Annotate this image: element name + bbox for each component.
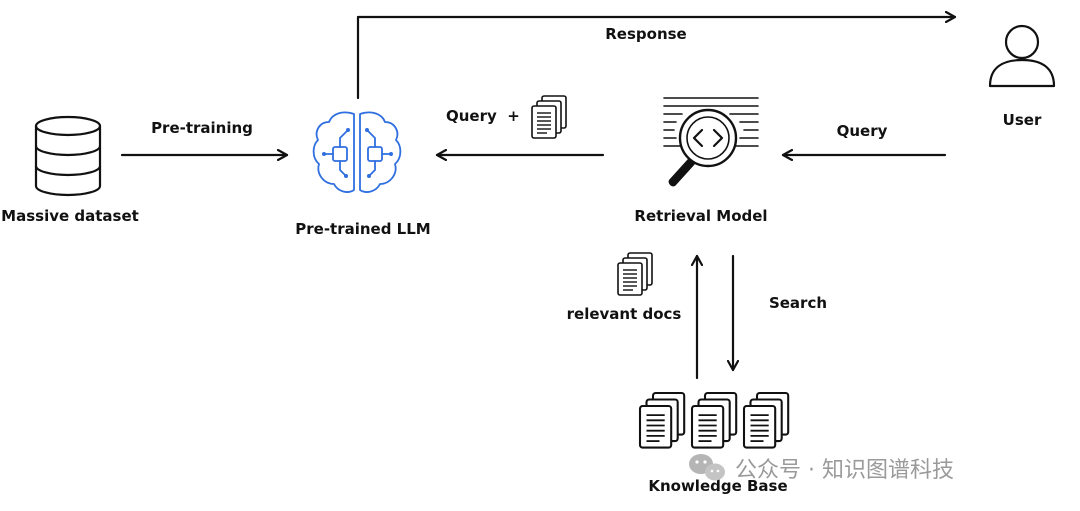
knowledge-base-icon <box>640 393 788 448</box>
query-plus-label: Query + <box>446 107 520 125</box>
retrieval-magnifier-icon <box>663 97 759 187</box>
watermark-text: 公众号 · 知识图谱科技 <box>735 458 954 483</box>
dataset-label: Massive dataset <box>1 207 139 225</box>
pretraining-label: Pre-training <box>151 119 253 137</box>
user-label: User <box>1003 111 1042 129</box>
document-stack-icon <box>532 96 566 138</box>
knowledge-base-label: Knowledge Base <box>648 477 787 495</box>
relevant-docs-stack-icon <box>618 253 652 295</box>
brain-icon <box>312 111 402 193</box>
user-query-label: Query <box>837 122 888 140</box>
llm-label: Pre-trained LLM <box>295 220 430 238</box>
retrieval-label: Retrieval Model <box>634 207 767 225</box>
search-label: Search <box>769 294 827 312</box>
user-icon <box>988 24 1056 88</box>
database-icon <box>34 115 102 197</box>
response-label: Response <box>605 25 686 43</box>
relevant-docs-label: relevant docs <box>567 305 682 323</box>
wechat-icon <box>689 454 725 481</box>
arrow-response <box>356 17 957 100</box>
